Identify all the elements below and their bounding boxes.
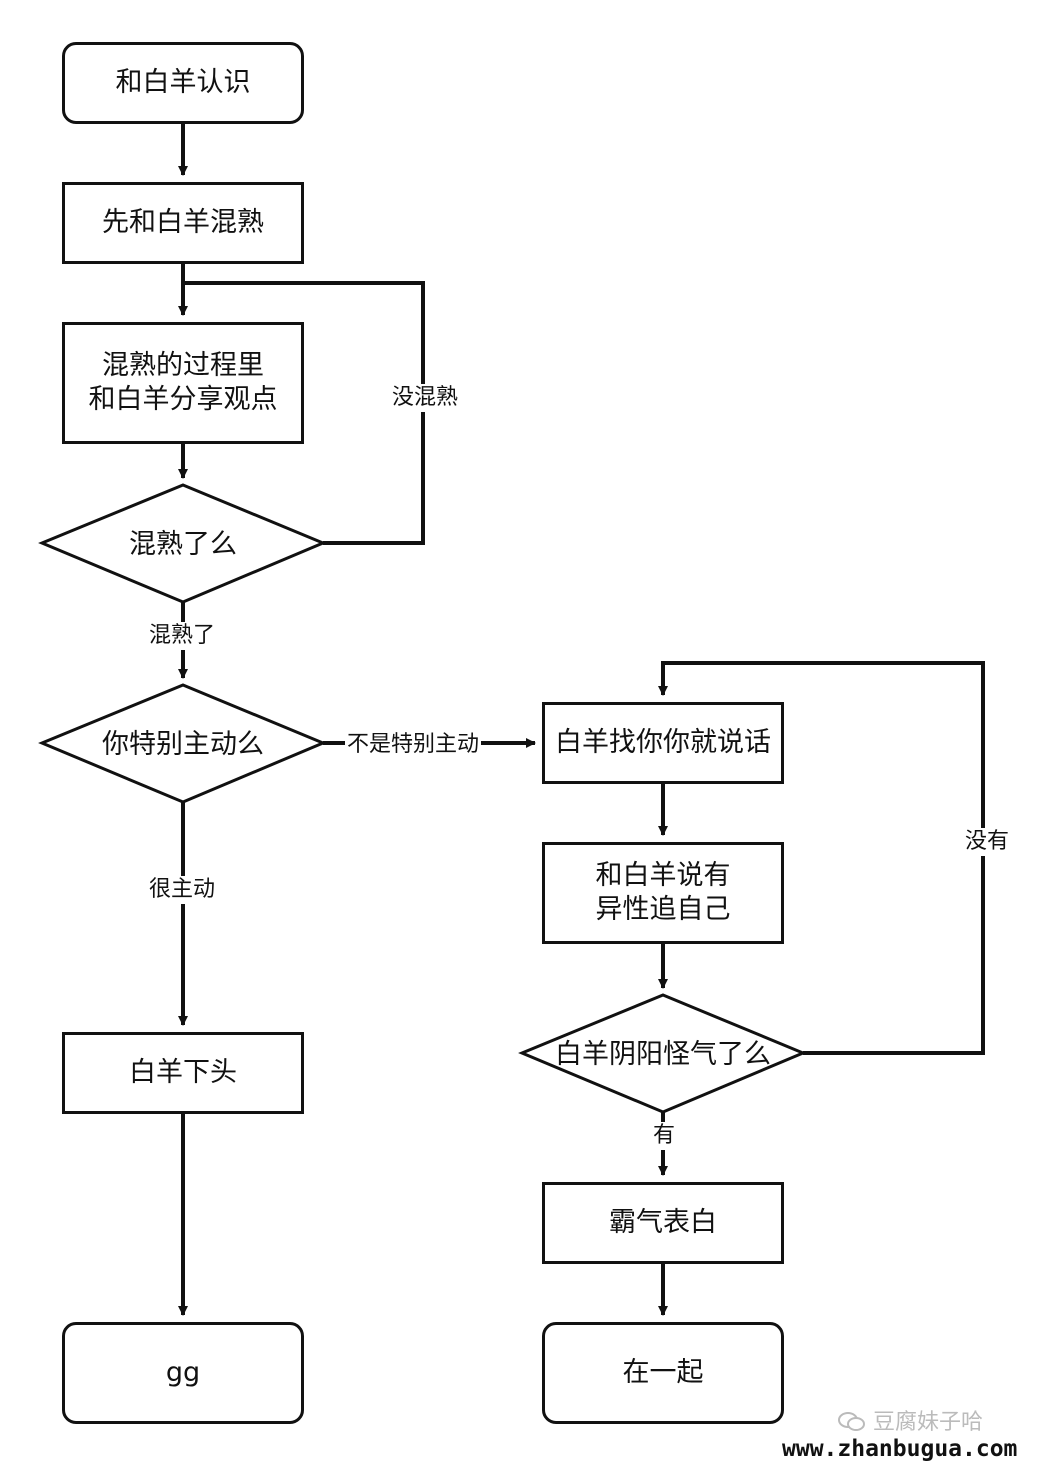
node-familiar-question: 混熟了么 [129, 529, 237, 560]
edge-not-familiar-loop [183, 281, 425, 545]
node-gg: gg [62, 1322, 304, 1424]
node-proactive-question: 你特别主动么 [102, 729, 264, 760]
label-familiar: 混熟了 [147, 622, 218, 650]
label-not-very-proactive: 不是特别主动 [345, 731, 482, 759]
node-sarcastic-question: 白羊阴阳怪气了么 [555, 1039, 771, 1070]
node-talk-when-found: 白羊找你你就说话 [542, 702, 784, 784]
watermark-site: www.zhanbugua.com [782, 1436, 1018, 1462]
edge-no-loop [658, 661, 985, 1055]
node-meet: 和白羊认识 [62, 42, 304, 124]
node-mention-suitors: 和白羊说有 异性追自己 [542, 842, 784, 944]
label-not-familiar: 没混熟 [390, 384, 461, 412]
label-very-proactive: 很主动 [147, 876, 218, 904]
node-turned-off: 白羊下头 [62, 1032, 304, 1114]
node-get-familiar: 先和白羊混熟 [62, 182, 304, 264]
wechat-icon [838, 1410, 866, 1435]
node-share-views: 混熟的过程里 和白羊分享观点 [62, 322, 304, 444]
label-yes: 有 [651, 1122, 678, 1150]
node-confess: 霸气表白 [542, 1182, 784, 1264]
label-no: 没有 [963, 828, 1012, 856]
node-together: 在一起 [542, 1322, 784, 1424]
watermark-account: 豆腐妹子哈 [838, 1404, 983, 1436]
